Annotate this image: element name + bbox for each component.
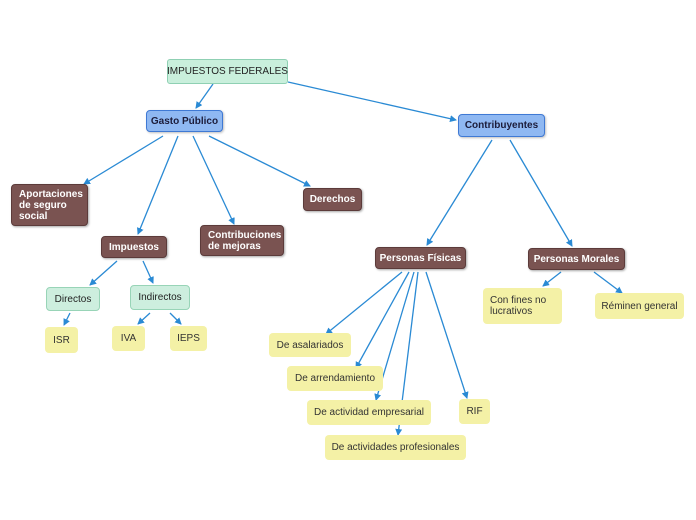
edge-root-contribuyentes bbox=[287, 81, 457, 123]
edge-directos-isr bbox=[63, 312, 71, 326]
node-derechos[interactable]: Derechos bbox=[303, 188, 362, 211]
node-personas-morales[interactable]: Personas Morales bbox=[528, 248, 625, 270]
edge-gasto-contribuciones bbox=[192, 135, 235, 225]
edge-morales-regimen bbox=[593, 271, 623, 294]
edge-indirectos-ieps bbox=[169, 312, 182, 325]
edge-fisicas-arrendamiento bbox=[355, 271, 410, 369]
node-gasto-publico[interactable]: Gasto Público bbox=[146, 110, 223, 132]
edge-impuestos-indirectos bbox=[142, 260, 154, 284]
edge-morales-confines bbox=[542, 271, 562, 287]
node-directos[interactable]: Directos bbox=[46, 287, 100, 311]
node-indirectos[interactable]: Indirectos bbox=[130, 285, 190, 310]
edge-fisicas-asalariados bbox=[325, 271, 403, 335]
edge-indirectos-iva bbox=[137, 312, 151, 325]
node-impuestos-federales[interactable]: IMPUESTOS FEDERALES bbox=[167, 59, 288, 84]
edge-gasto-aportaciones bbox=[83, 135, 164, 185]
edge-contribuyentes-morales bbox=[509, 139, 573, 247]
node-iva[interactable]: IVA bbox=[112, 326, 145, 351]
edge-root-gasto bbox=[195, 83, 214, 109]
node-de-actividad-empresarial[interactable]: De actividad empresarial bbox=[307, 400, 431, 425]
node-personas-fisicas[interactable]: Personas Físicas bbox=[375, 247, 466, 269]
node-impuestos[interactable]: Impuestos bbox=[101, 236, 167, 258]
edge-impuestos-directos bbox=[89, 260, 118, 286]
node-aportaciones-seguro-social[interactable]: Aportaciones de seguro social bbox=[11, 184, 88, 226]
edge-gasto-derechos bbox=[208, 135, 311, 187]
node-con-fines-no-lucrativos[interactable]: Con fines no lucrativos bbox=[483, 288, 562, 324]
node-contribuciones-mejoras[interactable]: Contribuciones de mejoras bbox=[200, 225, 284, 256]
node-ieps[interactable]: IEPS bbox=[170, 326, 207, 351]
node-regimen-general[interactable]: Réminen general bbox=[595, 293, 684, 319]
edge-fisicas-rif bbox=[425, 271, 469, 399]
node-isr[interactable]: ISR bbox=[45, 327, 78, 353]
node-de-arrendamiento[interactable]: De arrendamiento bbox=[287, 366, 383, 391]
node-de-asalariados[interactable]: De asalariados bbox=[269, 333, 351, 357]
node-rif[interactable]: RIF bbox=[459, 399, 490, 424]
node-contribuyentes[interactable]: Contribuyentes bbox=[458, 114, 545, 137]
edge-gasto-impuestos bbox=[137, 135, 179, 235]
edge-contribuyentes-fisicas bbox=[426, 139, 493, 246]
node-de-actividades-profesionales[interactable]: De actividades profesionales bbox=[325, 435, 466, 460]
